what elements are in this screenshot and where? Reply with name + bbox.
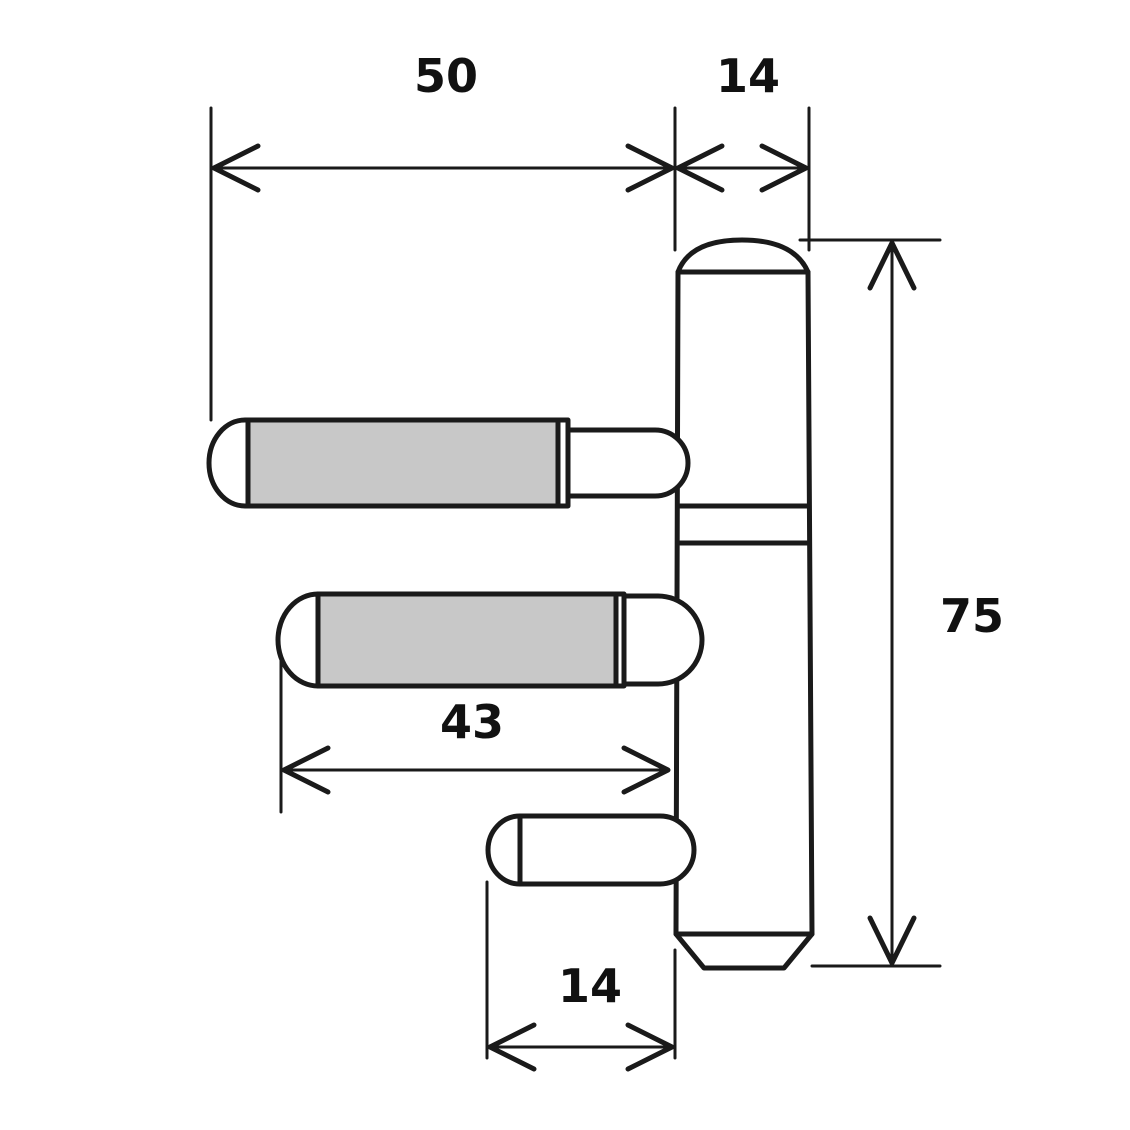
arrowhead-right [621,745,671,795]
pin-lower [485,813,697,887]
dimension-label-50: 50 [414,49,478,103]
hinge-barrel [673,237,815,971]
dimension-14-top: 14 [675,49,811,252]
arrowhead-left [211,143,261,193]
arrowhead-right [759,143,809,193]
pin-middle-sleeve [315,591,619,689]
dimension-label-43: 43 [440,695,504,749]
pin-middle-bolt [621,593,705,687]
pin-lower-outline [485,813,697,887]
pin-upper [206,417,691,509]
arrowhead-right [625,1022,675,1072]
dimension-50: 50 [209,49,677,422]
arrowhead-left [281,745,331,795]
pin-upper-sleeve [245,417,561,509]
dimension-label-14-bottom: 14 [558,959,622,1013]
dimension-75: 75 [798,238,1004,968]
pin-middle-collar [613,591,627,689]
pin-middle [275,591,705,689]
pin-upper-cap [206,417,251,509]
pin-upper-collar [555,417,571,509]
arrowhead-bottom [867,915,917,966]
arrowhead-top [867,240,917,291]
dimension-14-bottom: 14 [485,880,677,1072]
pin-upper-bolt [565,427,691,499]
dimension-label-14-top: 14 [716,49,780,103]
barrel-outline [673,237,815,971]
arrowhead-right [625,143,675,193]
dimension-43: 43 [279,658,671,814]
arrowhead-left [675,143,725,193]
arrowhead-left [487,1022,537,1072]
pin-middle-cap [275,591,321,689]
dimension-label-75: 75 [940,589,1004,643]
